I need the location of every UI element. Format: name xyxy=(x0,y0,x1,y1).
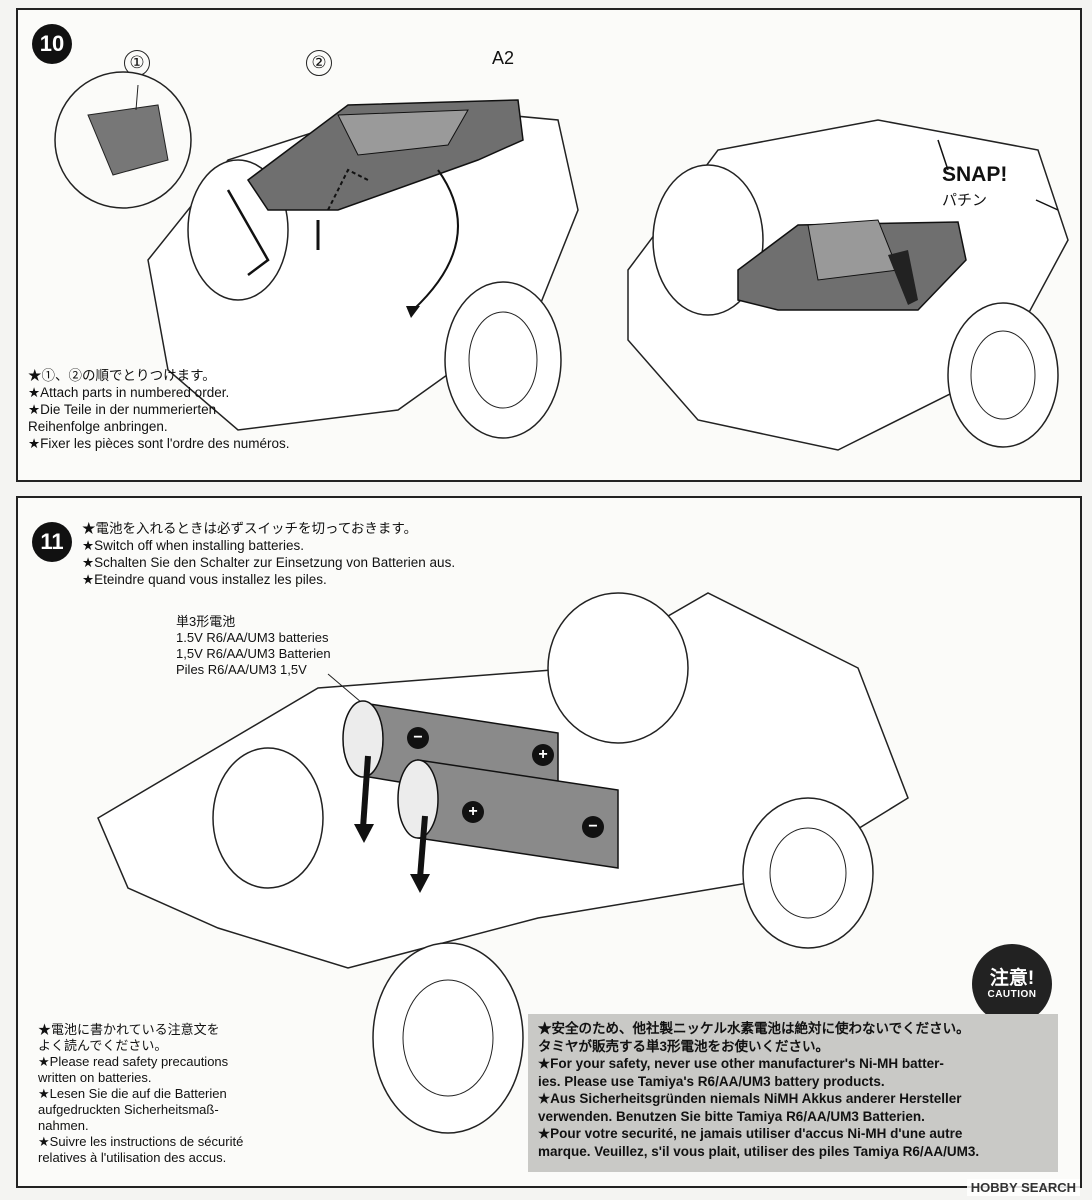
step-11-panel: 11 ★電池を入れるときは必ずスイッチを切っておきます。 ★Switch off… xyxy=(16,496,1082,1188)
step-10-notes: ★①、②の順でとりつけます。 ★Attach parts in numbered… xyxy=(28,368,290,451)
caution-badge: 注意! CAUTION xyxy=(972,944,1052,1024)
snap-callout: SNAP! パチン xyxy=(942,163,1008,209)
step-number-badge: 10 xyxy=(32,24,72,64)
safety-notes-left: ★電池に書かれている注意文を よく読んでください。 ★Please read s… xyxy=(38,1022,244,1165)
step-10-illustration xyxy=(54,71,1069,451)
step-11-illustration xyxy=(97,592,909,1134)
plus-sign: + xyxy=(462,801,484,823)
part-label-a2: A2 xyxy=(492,48,515,68)
step-10-panel: 10 ① ② A2 SNAP! パチン ★①、 xyxy=(16,8,1082,482)
minus-sign: − xyxy=(407,727,429,749)
plus-sign: + xyxy=(532,744,554,766)
callout-2: ② xyxy=(306,50,332,76)
safety-warning-box: ★安全のため、他社製ニッケル水素電池は絶対に使わないでください。 タミヤが販売す… xyxy=(528,1014,1058,1172)
minus-sign: − xyxy=(582,816,604,838)
battery-label: 単3形電池 1.5V R6/AA/UM3 batteries 1,5V R6/A… xyxy=(176,614,331,677)
watermark: HOBBY SEARCH xyxy=(966,1179,1080,1196)
step-11-notes: ★電池を入れるときは必ずスイッチを切っておきます。 ★Switch off wh… xyxy=(82,521,456,587)
step-number-badge: 11 xyxy=(32,522,72,562)
